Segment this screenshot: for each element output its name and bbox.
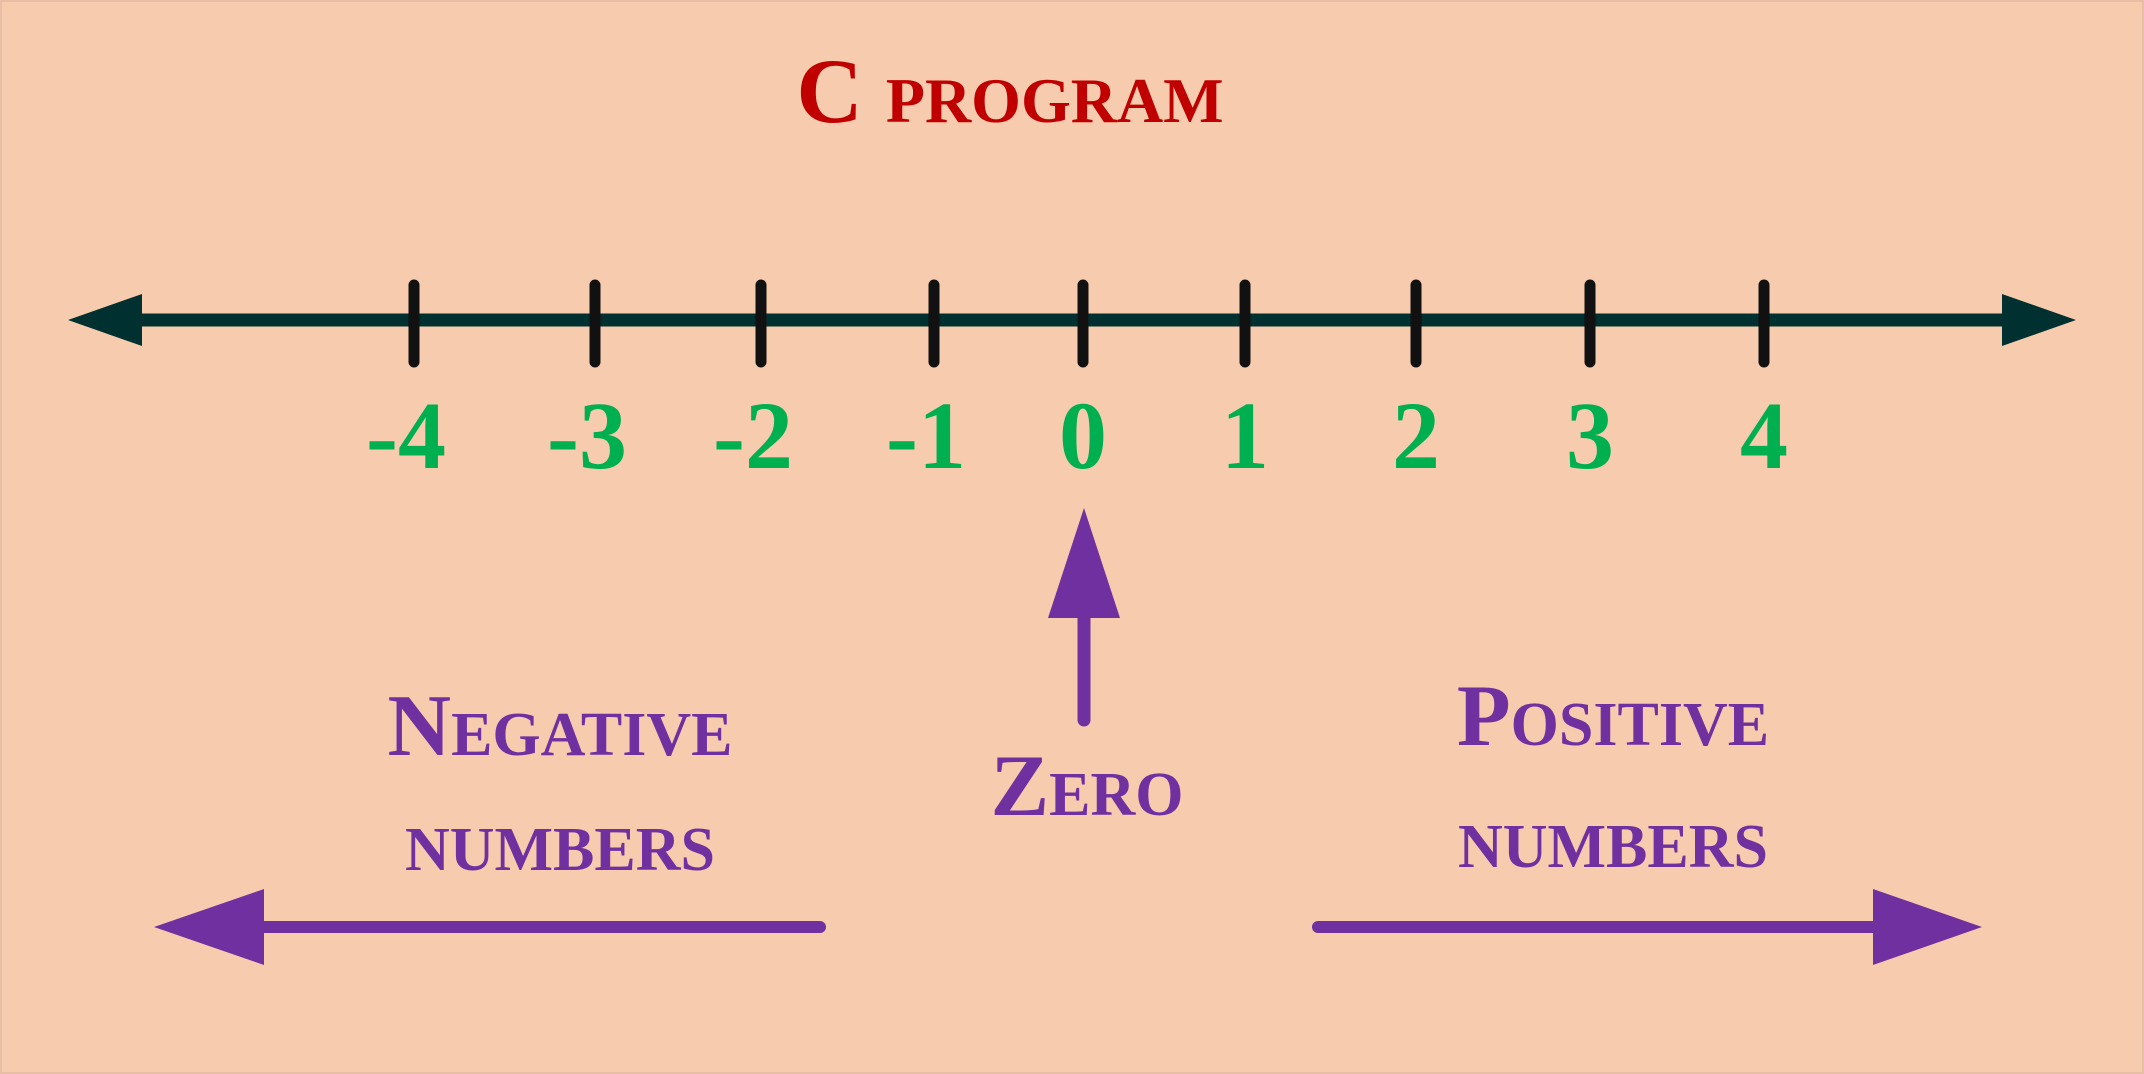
tick-label: 1	[1221, 382, 1269, 489]
up-arrow-icon	[1048, 508, 1120, 618]
negative-label-line2: numbers	[405, 793, 715, 890]
tick-label: -1	[886, 382, 966, 489]
zero-label: Zero	[990, 738, 1183, 835]
tick-label: 2	[1392, 382, 1440, 489]
right-arrow-icon	[1873, 889, 1982, 965]
positive-direction-arrow	[1312, 889, 1982, 965]
ticks: -4 -3 -2 -1 0 1 2 3 4	[366, 279, 1788, 489]
axis-right-arrowhead-icon	[2002, 294, 2076, 346]
tick-label: -4	[366, 382, 446, 489]
positive-label-line2: numbers	[1458, 790, 1768, 887]
tick-label: 3	[1566, 382, 1614, 489]
tick-label: 4	[1740, 382, 1788, 489]
negative-direction-arrow	[154, 889, 826, 965]
left-arrow-icon	[154, 889, 264, 965]
axis	[68, 294, 2076, 346]
tick-label: -3	[547, 382, 627, 489]
tick-label: 0	[1059, 382, 1107, 489]
axis-left-arrowhead-icon	[68, 294, 142, 346]
negative-label-line1: Negative	[388, 678, 733, 775]
zero-arrow	[1048, 508, 1120, 727]
title: C program	[796, 40, 1223, 142]
tick-label: -2	[713, 382, 793, 489]
positive-label-line1: Positive	[1457, 668, 1769, 765]
